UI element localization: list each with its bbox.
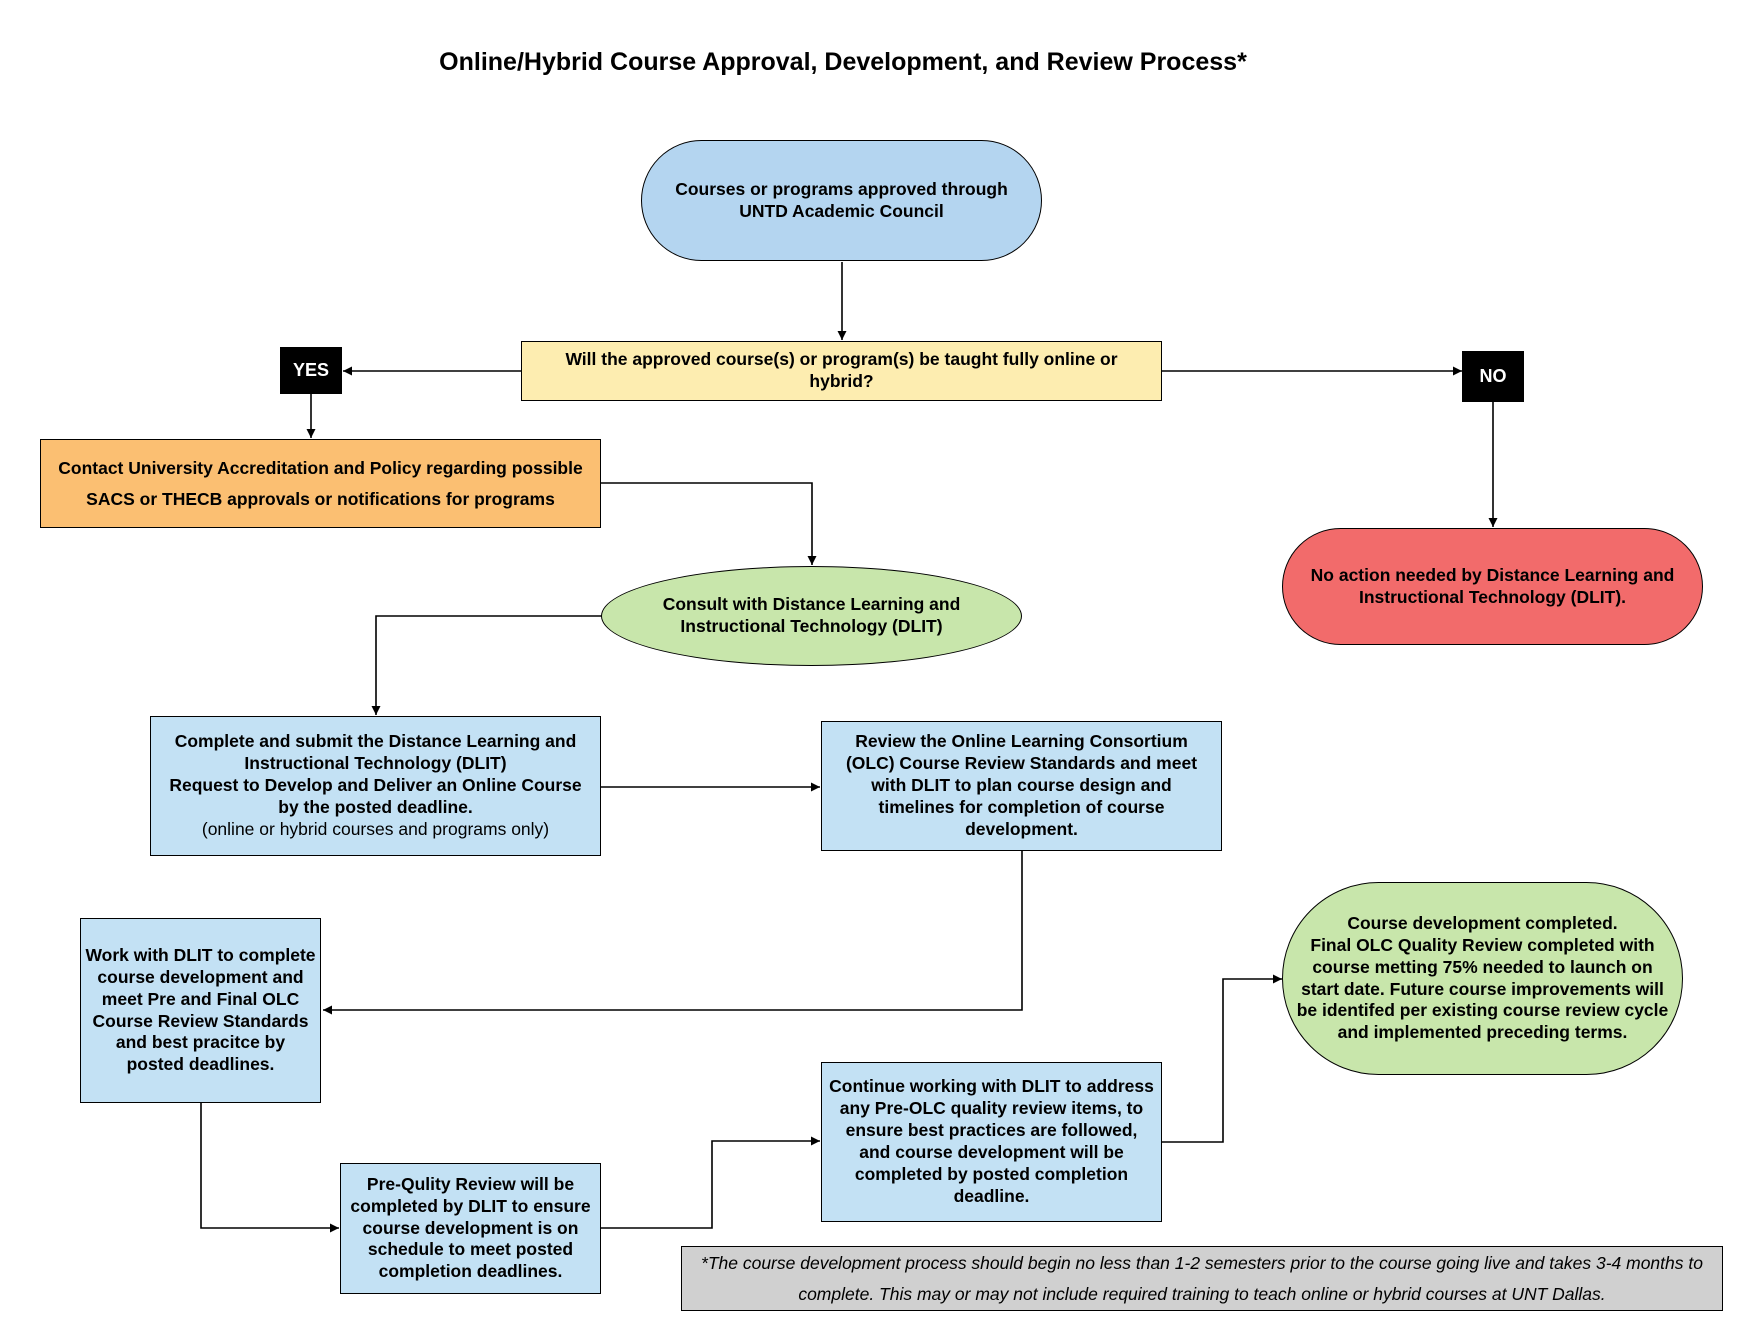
course-completed-line1: Course development completed. [1347, 912, 1618, 933]
footnote-box: *The course development process should b… [681, 1246, 1723, 1311]
arrow-work-to-prequality [200, 1103, 339, 1233]
contact-accreditation-node: Contact University Accreditation and Pol… [40, 439, 601, 528]
consult-dlit-text: Consult with Distance Learning and Instr… [662, 594, 961, 636]
arrow-review-to-work [323, 851, 1023, 1015]
arrow-consult-to-request [371, 615, 602, 715]
work-with-dlit-text: Work with DLIT to complete course develo… [85, 944, 316, 1075]
no-action-node: No action needed by Distance Learning an… [1282, 528, 1703, 645]
consult-dlit-node: Consult with Distance Learning and Instr… [601, 566, 1022, 666]
start-node: Courses or programs approved through UNT… [641, 140, 1042, 261]
pre-quality-review-text: Pre-Qulity Review will be completed by D… [350, 1173, 591, 1282]
footnote-text: *The course development process should b… [701, 1252, 1703, 1304]
work-with-dlit-node: Work with DLIT to complete course develo… [80, 918, 321, 1103]
page-title: Online/Hybrid Course Approval, Developme… [439, 48, 1247, 76]
request-form-line2: Request to Develop and Deliver an Online… [169, 775, 582, 817]
arrow-continue-to-completed [1162, 974, 1282, 1143]
review-olc-standards-node: Review the Online Learning Consortium (O… [821, 721, 1222, 851]
pre-quality-review-node: Pre-Qulity Review will be completed by D… [340, 1163, 601, 1294]
request-form-line3: (online or hybrid courses and programs o… [201, 818, 550, 839]
continue-working-text: Continue working with DLIT to address an… [829, 1076, 1154, 1206]
contact-accreditation-text: Contact University Accreditation and Pol… [58, 457, 583, 509]
review-olc-standards-text: Review the Online Learning Consortium (O… [845, 731, 1198, 839]
course-completed-line2: Final OLC Quality Review completed with … [1296, 934, 1669, 1043]
decision-node-text: Will the approved course(s) or program(s… [565, 349, 1118, 391]
request-form-line1: Complete and submit the Distance Learnin… [174, 731, 577, 774]
continue-working-node: Continue working with DLIT to address an… [821, 1062, 1162, 1222]
start-node-text: Courses or programs approved through UNT… [675, 178, 1008, 221]
course-completed-node: Course development completed. Final OLC … [1282, 882, 1683, 1075]
yes-label: YES [280, 347, 342, 394]
arrow-contact-to-consult [601, 482, 817, 565]
arrow-prequality-to-continue [601, 1136, 820, 1229]
no-label: NO [1462, 351, 1524, 402]
no-action-text: No action needed by Distance Learning an… [1310, 564, 1675, 607]
decision-node: Will the approved course(s) or program(s… [521, 341, 1162, 401]
request-form-node: Complete and submit the Distance Learnin… [150, 716, 601, 856]
